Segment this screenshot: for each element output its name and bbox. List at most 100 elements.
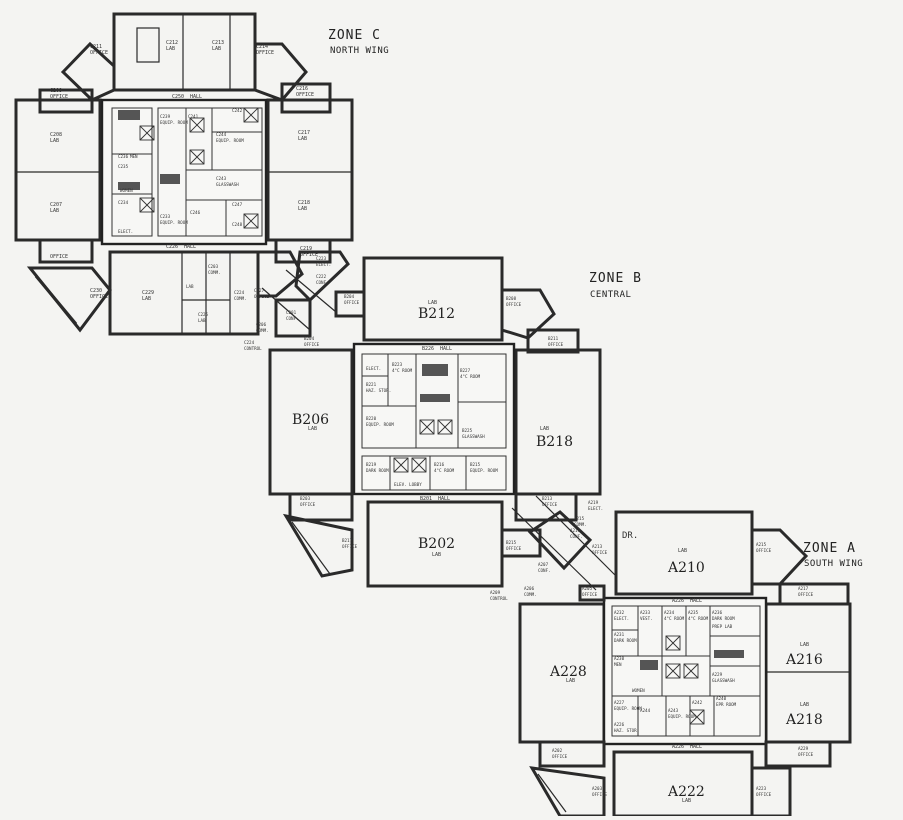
room-label-a205: A205 xyxy=(582,586,593,591)
lab-a228-label: A228 xyxy=(549,664,587,680)
room-label-c224: C224 xyxy=(234,290,245,295)
lab-b202-label: B202 xyxy=(418,536,455,552)
room-label-a233: A233 xyxy=(640,610,651,615)
room-label-c248: C248 xyxy=(232,222,243,227)
room-label-lab: LAB xyxy=(800,702,809,708)
room-label-comm: COMM. xyxy=(524,592,537,597)
room-label-lab: LAB xyxy=(298,206,307,212)
room-label-equip_room: EQUIP. ROOM xyxy=(216,138,244,143)
room-label-c224: C224 xyxy=(244,340,255,345)
room-label-a202: A202 xyxy=(552,748,563,753)
room-label-hall: HALL xyxy=(438,496,450,502)
room-label-control: CONTROL xyxy=(490,596,508,601)
room-label-c246: C246 xyxy=(190,210,201,215)
room-label-elect: ELECT. xyxy=(614,616,629,621)
room-label-c234: C234 xyxy=(118,200,129,205)
room-label-conf: CONF. xyxy=(286,316,299,321)
room-label-office: OFFICE xyxy=(592,792,608,797)
room-label-c235: C235 xyxy=(118,164,129,169)
room-label-dark_room: DARK ROOM xyxy=(712,616,735,621)
room-label-c242: C242 xyxy=(232,108,243,113)
room-label-lab: LAB xyxy=(142,296,151,302)
room-label-b227: B227 xyxy=(460,368,471,373)
room-label-c239: C239 xyxy=(160,114,171,119)
room-label-c226: C226 xyxy=(166,244,178,250)
zone-b-wing xyxy=(268,256,617,591)
room-label-c207: C207 xyxy=(50,202,62,208)
zone-b-subtitle: CENTRAL xyxy=(590,290,632,300)
room-label-elect: ELECT. xyxy=(316,262,331,267)
room-label-b204: B204 xyxy=(344,294,355,299)
room-label-b217: B217 xyxy=(342,538,353,543)
room-label-control: CONTROL xyxy=(244,346,262,351)
room-label-a226: A226 xyxy=(614,722,625,727)
room-label-4c_room: 4°C ROOM xyxy=(664,616,685,621)
room-label-b219: B219 xyxy=(366,462,377,467)
room-label-office: OFFICE xyxy=(90,294,108,300)
room-label-hall: HALL xyxy=(190,94,202,100)
room-label-hall: HALL xyxy=(184,244,196,250)
room-label-a226: A226 xyxy=(672,744,684,750)
room-label-epr_room: EPR ROOM xyxy=(716,702,737,707)
room-label-a229: A229 xyxy=(712,672,723,677)
room-label-c247: C247 xyxy=(232,202,243,207)
room-label-dr: DR. xyxy=(622,531,638,541)
room-label-b221: B221 xyxy=(366,382,377,387)
zone-c-title: ZONE C xyxy=(328,28,381,43)
room-label-office: OFFICE xyxy=(506,302,522,307)
room-label-haz_stor: HAZ. STOR. xyxy=(366,388,391,393)
room-label-lab: LAB xyxy=(166,46,175,52)
room-label-equip_room: EQUIP. ROOM xyxy=(668,714,696,719)
room-label-c244: C244 xyxy=(216,132,227,137)
room-label-lab: LAB xyxy=(212,46,221,52)
room-label-c225: C225 xyxy=(198,312,209,317)
room-label-elect: ELECT. xyxy=(118,229,133,234)
room-label-b204: B204 xyxy=(304,336,315,341)
room-label-lab: LAB xyxy=(682,798,691,804)
room-label-office: OFFICE xyxy=(798,592,814,597)
room-label-equip_room: EQUIP. ROOM xyxy=(366,422,394,427)
room-label-lab: LAB xyxy=(800,642,809,648)
room-label-office: OFFICE xyxy=(798,752,814,757)
room-label-a235: A235 xyxy=(688,610,699,615)
room-label-lab: LAB xyxy=(186,284,194,289)
room-label-lab: LAB xyxy=(50,138,59,144)
room-label-c209: C209 xyxy=(50,88,62,94)
room-label-lab: LAB xyxy=(298,136,307,142)
room-label-c241: C241 xyxy=(188,114,199,119)
room-label-lab: LAB xyxy=(678,548,687,554)
room-label-c223: C223 xyxy=(316,256,327,261)
room-label-4c_room: 4°C ROOM xyxy=(688,616,709,621)
room-label-women: WOMEN xyxy=(632,688,645,693)
room-label-lab: LAB xyxy=(428,300,437,306)
room-label-comm: COMM. xyxy=(234,296,247,301)
room-label-hall: HALL xyxy=(690,744,702,750)
room-label-office: OFFICE xyxy=(300,502,316,507)
room-label-prep_lab: PREP LAB xyxy=(712,624,733,629)
lab-a210-label: A210 xyxy=(667,560,705,576)
room-label-c236: C236 xyxy=(118,154,129,159)
room-label-elect: ELECT. xyxy=(366,366,381,371)
room-label-lab: LAB xyxy=(432,552,441,558)
room-label-office: OFFICE xyxy=(90,50,108,56)
room-label-hall: HALL xyxy=(690,598,702,604)
room-label-lab: LAB xyxy=(198,318,206,323)
room-label-b208: B208 xyxy=(506,296,517,301)
room-label-men: MEN xyxy=(130,154,138,159)
room-label-equip_room: EQUIP. ROOM xyxy=(614,706,642,711)
room-label-b215: B215 xyxy=(506,540,517,545)
room-label-lab: LAB xyxy=(566,678,575,684)
room-label-a219: A219 xyxy=(588,500,599,505)
room-label-office: OFFICE xyxy=(50,254,68,260)
zone-c-subtitle: NORTH WING xyxy=(330,46,390,56)
lab-b212-label: B212 xyxy=(418,306,455,322)
room-label-lab: LAB xyxy=(308,426,317,432)
room-label-elev_lobby: ELEV. LOBBY xyxy=(394,482,422,487)
room-label-a223: A223 xyxy=(756,786,767,791)
room-label-office: OFFICE xyxy=(592,550,608,555)
room-label-a232: A232 xyxy=(614,610,625,615)
room-label-b211: B211 xyxy=(548,336,559,341)
zone-c-wing xyxy=(14,12,354,338)
room-label-a213: A213 xyxy=(592,544,603,549)
